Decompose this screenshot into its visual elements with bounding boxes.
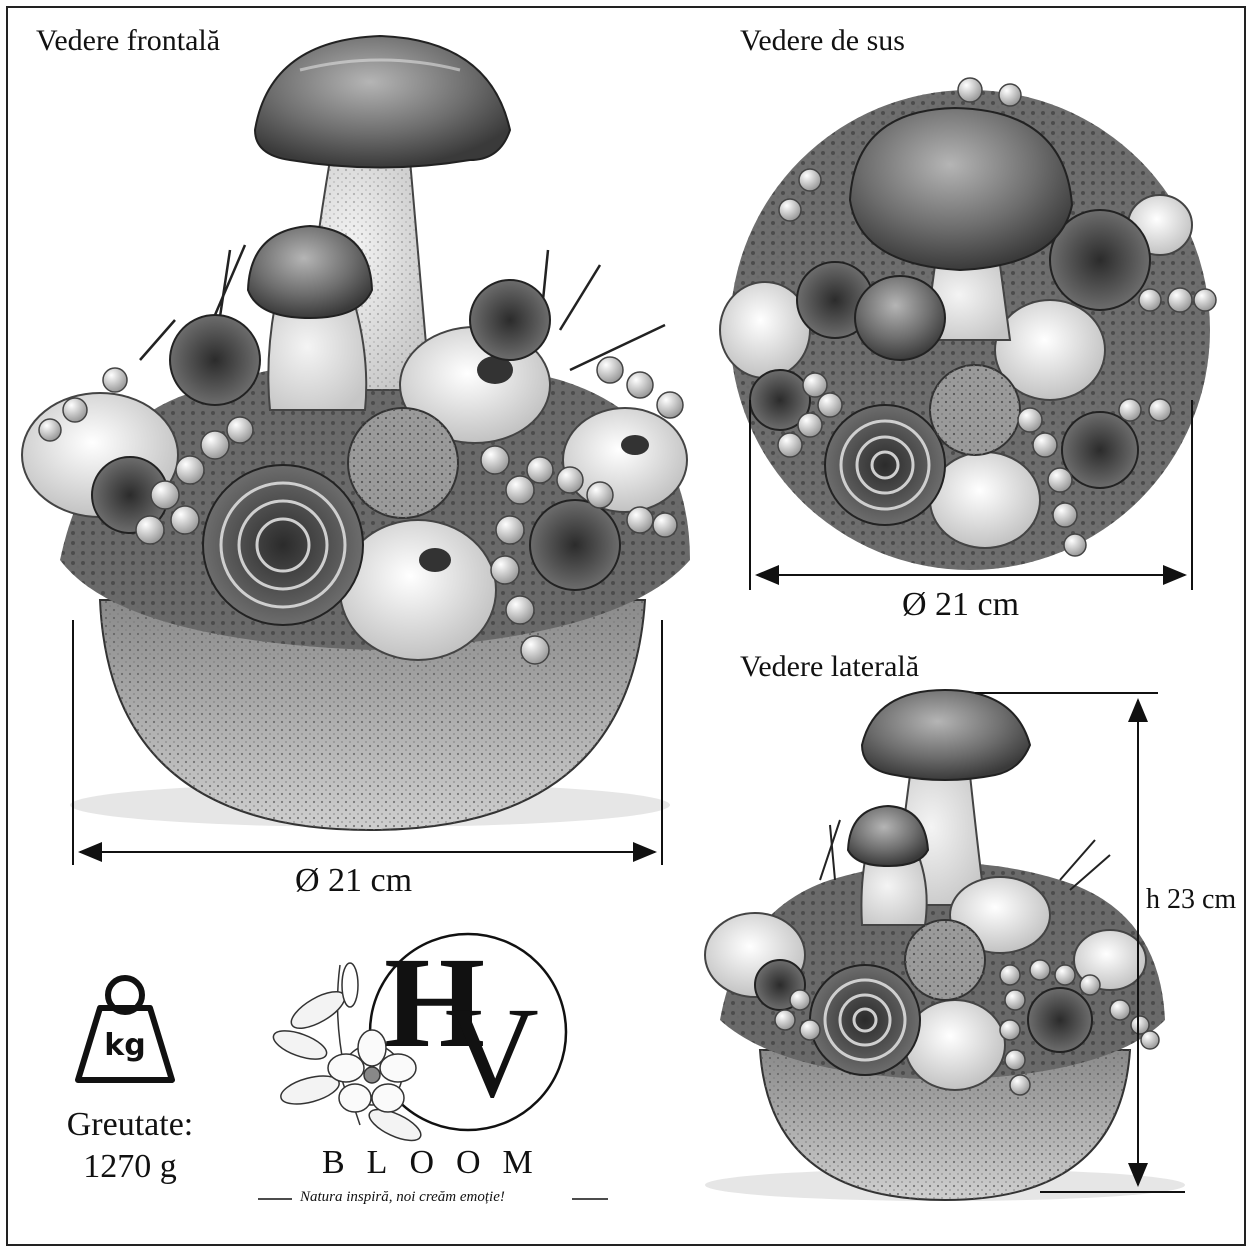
top-diameter-value: Ø 21 cm bbox=[902, 586, 1020, 623]
top-dimension-line bbox=[749, 400, 1193, 590]
kg-icon-text: kg bbox=[104, 1028, 146, 1063]
weight-label: Greutate: bbox=[66, 1106, 194, 1143]
brand-name: BLOOM bbox=[322, 1144, 555, 1181]
front-dimension-line bbox=[72, 620, 663, 865]
monogram-v: V bbox=[445, 981, 539, 1125]
weight-kg-icon bbox=[75, 975, 175, 1083]
monogram-h: H bbox=[384, 931, 486, 1075]
side-height-value: h 23 cm bbox=[1146, 884, 1237, 915]
weight-value: 1270 g bbox=[83, 1148, 177, 1185]
top-view-label: Vedere de sus bbox=[740, 24, 905, 57]
side-dimension-line bbox=[975, 692, 1185, 1193]
front-view-label: Vedere frontală bbox=[36, 24, 221, 57]
floral-logo-icon bbox=[272, 932, 568, 1142]
page-frame bbox=[6, 6, 1246, 1246]
side-view-arrangement bbox=[704, 688, 1185, 1202]
front-view-arrangement bbox=[21, 34, 690, 832]
brand-tagline: Natura inspiră, noi creăm emoție! bbox=[300, 1189, 505, 1205]
side-view-label: Vedere laterală bbox=[740, 650, 920, 683]
top-view-arrangement bbox=[719, 77, 1217, 570]
front-diameter-value: Ø 21 cm bbox=[295, 862, 413, 899]
